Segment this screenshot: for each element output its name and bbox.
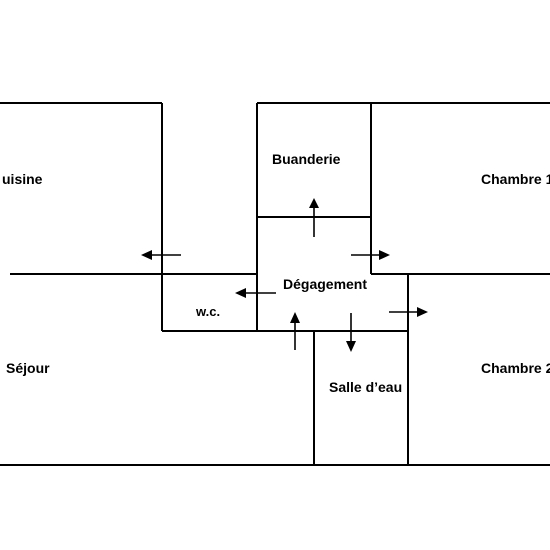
label-degagement: Dégagement xyxy=(283,276,367,292)
label-salle-eau: Salle d’eau xyxy=(329,379,402,395)
label-wc: w.c. xyxy=(195,304,220,319)
door-arrows xyxy=(141,198,428,352)
arrow-to-chambre1 xyxy=(351,250,390,260)
arrow-to-wc xyxy=(235,288,276,298)
arrow-to-chambre2 xyxy=(389,307,428,317)
label-buanderie: Buanderie xyxy=(272,151,341,167)
label-cuisine: uisine xyxy=(2,171,43,187)
room-labels: uisine Buanderie Chambre 1 Dégagement w.… xyxy=(2,151,550,395)
arrow-to-cuisine xyxy=(141,250,181,260)
label-chambre1: Chambre 1 xyxy=(481,171,550,187)
label-sejour: Séjour xyxy=(6,360,50,376)
arrow-to-salle-eau xyxy=(346,313,356,352)
arrow-to-buanderie xyxy=(309,198,319,237)
arrow-from-sejour xyxy=(290,312,300,350)
label-chambre2: Chambre 2 xyxy=(481,360,550,376)
